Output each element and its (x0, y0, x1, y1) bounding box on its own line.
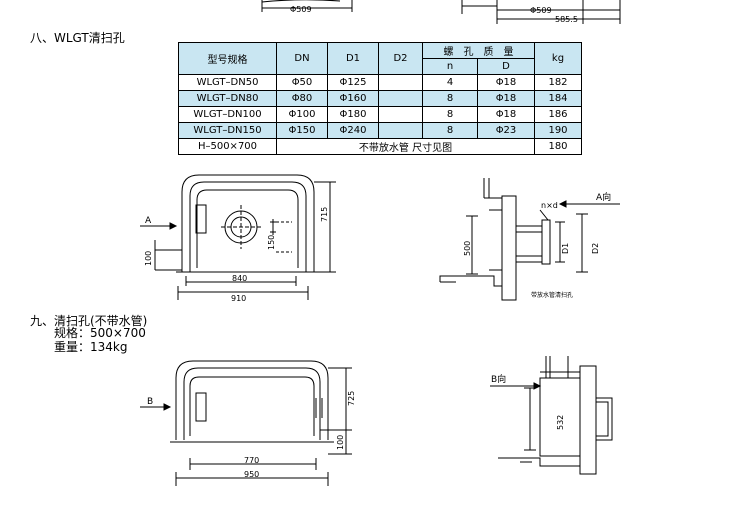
cell-dn: Φ150 (276, 122, 328, 139)
cell-model: WLGT–DN50 (178, 74, 277, 91)
drawing1-front-view (140, 174, 336, 300)
drawing3-front-view (140, 360, 352, 486)
table-header-row: 型号规格 DN D1 D2 螺 孔 质 量 kg (178, 42, 582, 75)
spec-table: 型号规格 DN D1 D2 螺 孔 质 量 kg n D WLGT–DN50 Φ… (178, 42, 582, 155)
drawing1-a-label: A (145, 216, 152, 226)
header-kg: kg (534, 42, 582, 75)
cell-kg: 190 (534, 122, 582, 139)
cell-d2 (378, 106, 423, 123)
weight-label: 重量：134kg (54, 340, 128, 354)
cell-d2 (378, 90, 423, 107)
cell-dn: Φ50 (276, 74, 328, 91)
cell-n: 8 (422, 122, 478, 139)
header-n: n (422, 58, 478, 75)
cell-kg: 186 (534, 106, 582, 123)
table-row: H–500×700 不带放水管 尺寸见图 180 (178, 138, 582, 155)
cell-dn: Φ80 (276, 90, 328, 107)
cell-note: 不带放水管 尺寸见图 (276, 138, 535, 155)
header-dn: DN (276, 42, 328, 75)
drawing2-dim-500: 500 (463, 241, 472, 256)
cell-kg: 184 (534, 90, 582, 107)
cell-d1: Φ160 (327, 90, 379, 107)
cell-d1: Φ125 (327, 74, 379, 91)
cell-n: 8 (422, 106, 478, 123)
drawing2-a-dir: A向 (596, 191, 611, 203)
cell-d2 (378, 122, 423, 139)
cell-d2 (378, 74, 423, 91)
table-row: WLGT–DN100 Φ100 Φ180 8 Φ18 186 (178, 106, 582, 123)
cell-model: WLGT–DN100 (178, 106, 277, 123)
cell-n: 8 (422, 90, 478, 107)
spec-label: 规格：500×700 (54, 326, 146, 340)
top-dim-right-b: 585.5 (555, 15, 578, 24)
top-dim-left: Φ509 (290, 5, 312, 14)
cell-model: WLGT–DN150 (178, 122, 277, 139)
cell-d1: Φ180 (327, 106, 379, 123)
cell-dn: Φ100 (276, 106, 328, 123)
cell-model: WLGT–DN80 (178, 90, 277, 107)
header-d: D (477, 58, 535, 75)
drawing1-dim-100: 100 (144, 251, 153, 266)
header-bolt: 螺 孔 质 量 (422, 42, 535, 59)
header-d2: D2 (378, 42, 423, 75)
drawing3-dim-770: 770 (244, 456, 259, 465)
section8-heading: 八、WLGT清扫孔 (30, 31, 125, 45)
cell-d: Φ18 (477, 106, 535, 123)
header-model: 型号规格 (178, 42, 277, 75)
drawing2-n-d: n×d (541, 201, 558, 210)
table-row: WLGT–DN50 Φ50 Φ125 4 Φ18 182 (178, 74, 582, 91)
drawing4-side-view (490, 356, 613, 475)
drawing2-d2: D2 (591, 243, 600, 254)
table-row: WLGT–DN80 Φ80 Φ160 8 Φ18 184 (178, 90, 582, 107)
top-fragment-right (461, 0, 621, 24)
drawing2-caption: 带放水管清扫孔 (531, 291, 573, 299)
cell-model: H–500×700 (178, 138, 277, 155)
table-subheader-row: n D (179, 58, 582, 75)
section9-heading: 九、清扫孔(不带水管) (30, 314, 148, 328)
cell-d: Φ18 (477, 74, 535, 91)
cell-n: 4 (422, 74, 478, 91)
top-fragment-left (261, 0, 353, 12)
cell-d: Φ18 (477, 90, 535, 107)
drawing3-b-label: B (147, 397, 153, 407)
header-d1: D1 (327, 42, 379, 75)
top-dim-right-a: Φ509 (530, 6, 552, 15)
drawing1-dim-715: 715 (320, 207, 329, 222)
drawing2-d1: D1 (561, 243, 570, 254)
cell-d: Φ23 (477, 122, 535, 139)
drawing4-b-dir: B向 (491, 373, 506, 385)
drawing3-dim-100: 100 (336, 435, 345, 450)
drawing3-dim-725: 725 (347, 391, 356, 406)
cell-kg: 182 (534, 74, 582, 91)
drawing4-dim-532: 532 (556, 415, 565, 430)
cell-d1: Φ240 (327, 122, 379, 139)
cell-kg: 180 (534, 138, 582, 155)
drawing3-dim-950: 950 (244, 470, 259, 479)
drawing1-dim-840: 840 (232, 274, 247, 283)
table-row: WLGT–DN150 Φ150 Φ240 8 Φ23 190 (178, 122, 582, 139)
drawing2-side-view (439, 178, 620, 301)
drawing1-dim-910: 910 (231, 294, 246, 303)
drawing1-dim-150: 150 (267, 235, 276, 250)
